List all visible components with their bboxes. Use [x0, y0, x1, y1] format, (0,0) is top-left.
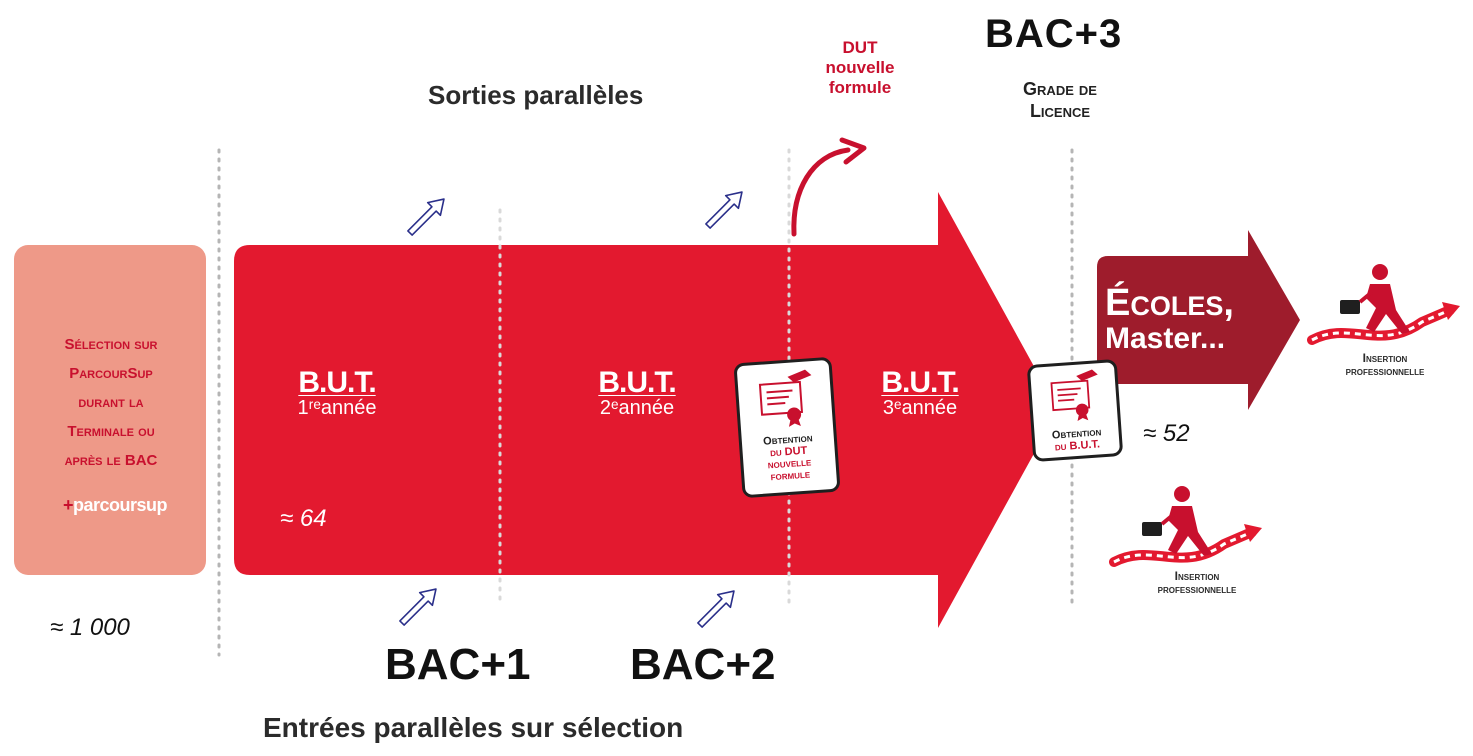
up-arrow-icon-top-1 — [407, 198, 445, 236]
diploma-icon — [758, 369, 812, 427]
badge-but-text: Obtention du B.U.T. — [1034, 425, 1119, 455]
dut-nouvelle-formule-label: DUT nouvelle formule — [800, 38, 920, 98]
up-arrow-icon-bottom-1 — [399, 588, 437, 626]
badge-obtention-but: Obtention du B.U.T. — [1026, 358, 1124, 463]
up-arrow-icon-bottom-2 — [697, 590, 735, 628]
but-main-arrow — [234, 192, 1058, 628]
grade-line2: Licence — [1029, 101, 1091, 121]
but-year-label: 3ᵉannée — [882, 397, 958, 419]
count-after-but: ≈ 52 — [1143, 420, 1190, 447]
insertion-professionnelle-top: Insertion professionnelle — [1300, 352, 1470, 378]
badge-obtention-dut: Obtention du DUT nouvelle formule — [733, 356, 841, 499]
insertion-line2: professionnelle — [1345, 364, 1425, 378]
insertion-line1: Insertion — [1174, 569, 1220, 583]
ecoles-master-label: Écoles, Master... — [1105, 282, 1234, 357]
dut-line2: nouvelle — [825, 58, 895, 77]
selection-line2: ParcourSup — [69, 365, 153, 382]
parcoursup-logo-text: parcoursup — [72, 495, 168, 515]
parcoursup-logo-plus: + — [62, 495, 74, 515]
count-selection: ≈ 1 000 — [50, 614, 130, 641]
selection-line4: Terminale ou — [67, 423, 155, 440]
curved-arrow-icon — [791, 147, 851, 237]
dut-line1: DUT — [842, 38, 878, 57]
ecoles-arrow — [1097, 230, 1300, 410]
but-title: B.U.T. — [298, 366, 376, 399]
selection-box — [14, 245, 206, 575]
but-year-3: B.U.T. 3ᵉannée — [860, 366, 980, 419]
but-title: B.U.T. — [598, 366, 676, 399]
but-year-1: B.U.T. 1ʳᵉannée — [277, 366, 397, 419]
selection-line1: Sélection sur — [64, 336, 158, 353]
curved-arrow-head — [839, 137, 867, 165]
dut-line3: formule — [828, 78, 892, 97]
diploma-icon — [1050, 369, 1098, 422]
insertion-line1: Insertion — [1362, 351, 1408, 365]
but-title: B.U.T. — [881, 366, 959, 399]
insertion-professionnelle-bottom: Insertion professionnelle — [1112, 570, 1282, 596]
career-runner-icon — [1307, 264, 1460, 345]
count-first-year: ≈ 64 — [280, 505, 327, 532]
selection-text: Sélection sur ParcourSup durant la Termi… — [16, 330, 206, 475]
grade-licence-label: Grade de Licence — [1000, 78, 1120, 122]
ecoles-line2: Master... — [1105, 322, 1226, 355]
badge-dut-text: Obtention du DUT nouvelle formule — [742, 431, 837, 485]
up-arrow-icon — [399, 191, 743, 628]
bac3-label: BAC+3 — [985, 12, 1123, 56]
selection-line3: durant la — [78, 394, 144, 411]
bac1-label: BAC+1 — [385, 640, 531, 689]
insertion-line2: professionnelle — [1157, 582, 1237, 596]
but-year-label: 1ʳᵉannée — [297, 397, 377, 419]
entrees-paralleles-label: Entrées parallèles sur sélection — [263, 712, 684, 743]
ecoles-line1: Écoles, — [1105, 282, 1234, 324]
sorties-paralleles-label: Sorties parallèles — [428, 80, 644, 110]
parcoursup-logo: +parcoursup — [30, 495, 200, 516]
up-arrow-icon-top-2 — [705, 191, 743, 229]
but-year-label: 2ᵉannée — [599, 397, 675, 419]
selection-line5: après le BAC — [64, 452, 158, 469]
grade-line1: Grade de — [1023, 79, 1097, 99]
career-runner-icon-2 — [1109, 486, 1262, 567]
but-year-2: B.U.T. 2ᵉannée — [577, 366, 697, 419]
bac2-label: BAC+2 — [630, 640, 776, 689]
